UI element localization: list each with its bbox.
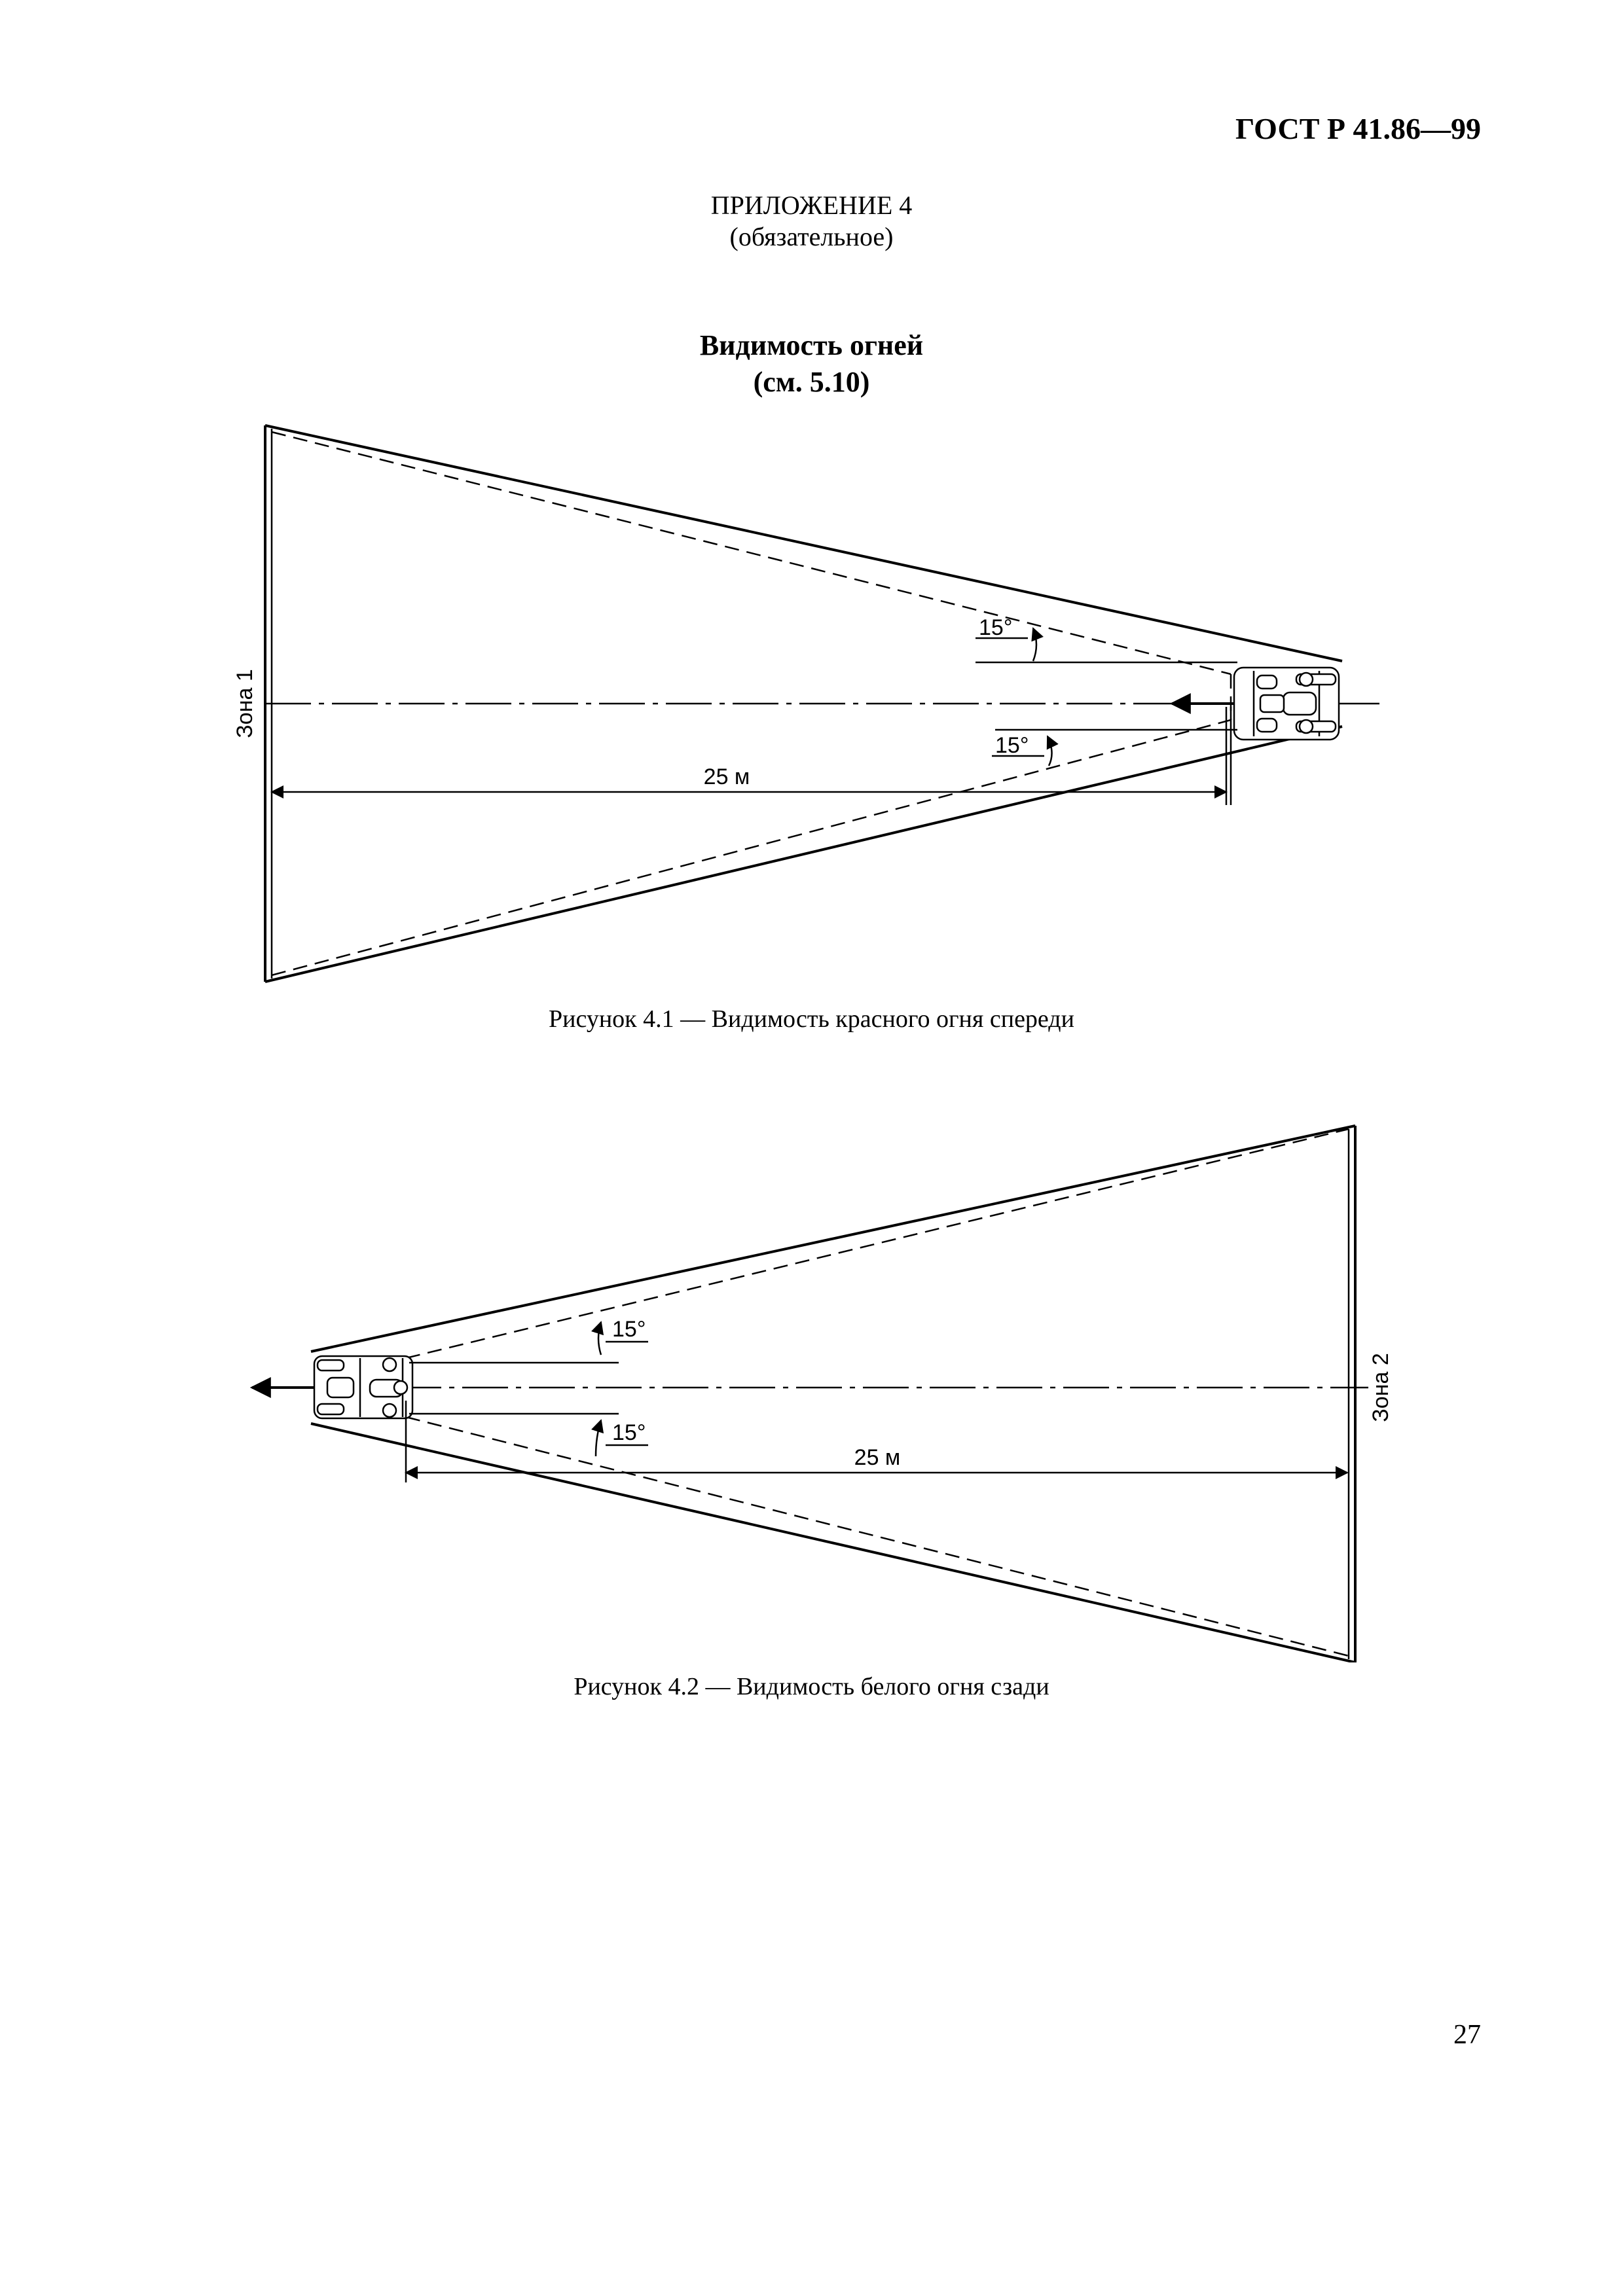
angle-annotation-lower: 15° [992, 728, 1237, 766]
document-code: ГОСТ Р 41.86—99 [1235, 112, 1481, 145]
zone-2-label: Зона 2 [1368, 1353, 1393, 1422]
appendix-subtitle: (обязательное) [729, 222, 894, 251]
angle-annotation-upper: 15° [409, 1317, 648, 1364]
angle-annotation-upper: 15° [976, 615, 1237, 664]
zone-2-boundary [1347, 1126, 1357, 1662]
angle-label-lower: 15° [612, 1420, 646, 1445]
distance-dimension: 25 м [270, 707, 1232, 805]
vehicle-plan-view [313, 1355, 414, 1420]
appendix-heading: ПРИЛОЖЕНИЕ 4 (обязательное) [0, 190, 1623, 253]
section-title-text: Видимость огней [699, 329, 924, 361]
appendix-title: ПРИЛОЖЕНИЕ 4 [710, 190, 913, 220]
visibility-area-dashed [271, 431, 1232, 977]
angle-label-upper: 15° [612, 1317, 646, 1342]
distance-label: 25 м [704, 764, 750, 789]
zone-1-label: Зона 1 [232, 669, 257, 738]
figure-4-2-diagram: 15° 15° 25 м Зона 2 [249, 1124, 1393, 1662]
figure-4-2-caption: Рисунок 4.2 — Видимость белого огня сзад… [574, 1673, 1049, 1700]
visibility-area-dashed [405, 1128, 1349, 1657]
visibility-area-outline [310, 1124, 1356, 1662]
distance-label: 25 м [854, 1445, 901, 1470]
page-number: 27 [1453, 2020, 1481, 2050]
section-title: Видимость огней (см. 5.10) [0, 327, 1623, 401]
distance-dimension: 25 м [405, 1401, 1349, 1482]
section-reference: (см. 5.10) [753, 366, 870, 398]
figure-4-1-diagram: 15° 15° 25 м Зона 1 [232, 424, 1381, 983]
vehicle-plan-view [1233, 666, 1340, 741]
angle-label-lower: 15° [995, 733, 1029, 758]
angle-label-upper: 15° [979, 615, 1012, 640]
visibility-area-outline [264, 424, 1343, 983]
figure-4-1-caption: Рисунок 4.1 — Видимость красного огня сп… [549, 1005, 1074, 1033]
angle-annotation-lower: 15° [409, 1412, 648, 1457]
